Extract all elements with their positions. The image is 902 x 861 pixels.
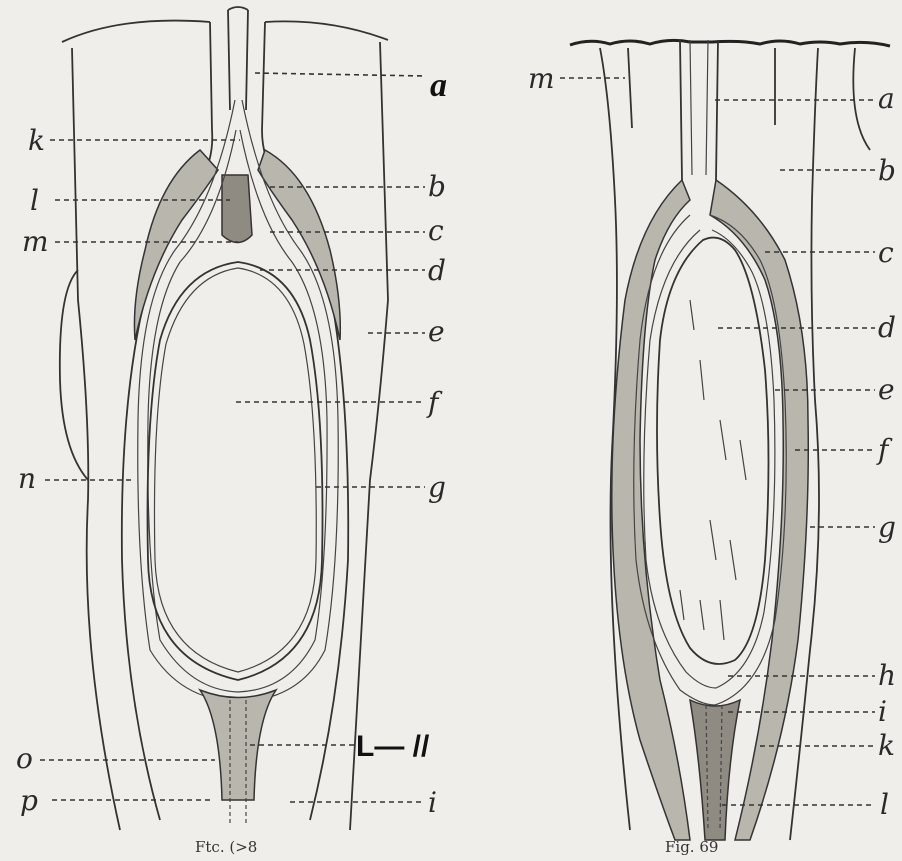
label-left-l: l	[30, 184, 39, 217]
label-right-k: k	[878, 729, 895, 762]
label-left-p: p	[20, 784, 38, 817]
label-left-c: c	[428, 214, 444, 247]
label-right-h: h	[878, 659, 896, 692]
label-left-e: e	[428, 315, 445, 348]
chalaza-right	[690, 700, 740, 840]
label-left-k: k	[28, 124, 45, 157]
integument-right-hatch	[258, 150, 340, 340]
caption-right: Fig. 69	[665, 838, 718, 856]
figure-left: a k l m b c d e f n g o L— // p i Ftc. (…	[16, 7, 447, 856]
label-left-a: a	[430, 67, 447, 104]
label-right-m: m	[528, 62, 555, 95]
label-right-g: g	[878, 511, 896, 544]
embryo-sac-left	[148, 262, 323, 680]
label-left-o: o	[16, 742, 33, 775]
label-right-e: e	[878, 373, 895, 406]
label-left-h: L— //	[356, 730, 430, 763]
integument-left-hatch	[134, 150, 218, 340]
label-right-f: f	[876, 433, 893, 466]
integument-left-r	[612, 180, 690, 840]
label-right-c: c	[878, 236, 894, 269]
label-left-g: g	[428, 471, 446, 504]
outer-wall-right	[350, 42, 388, 830]
label-right-d: d	[878, 311, 896, 344]
label-left-i: i	[428, 786, 437, 819]
label-left-b: b	[428, 170, 446, 203]
caption-left: Ftc. (>8	[195, 838, 257, 856]
label-right-i: i	[878, 695, 887, 728]
label-left-d: d	[428, 254, 446, 287]
label-left-n: n	[18, 462, 36, 495]
figure-right: m a b c d e f g h i k l Fig. 69	[528, 40, 896, 856]
label-right-a: a	[878, 82, 895, 115]
label-left-m: m	[22, 225, 49, 258]
outer-wall-left	[72, 48, 120, 830]
chalaza-left	[200, 690, 276, 800]
label-left-f: f	[426, 386, 443, 419]
label-right-l: l	[880, 788, 889, 821]
embryo-sac-right	[657, 238, 769, 664]
label-right-b: b	[878, 154, 896, 187]
